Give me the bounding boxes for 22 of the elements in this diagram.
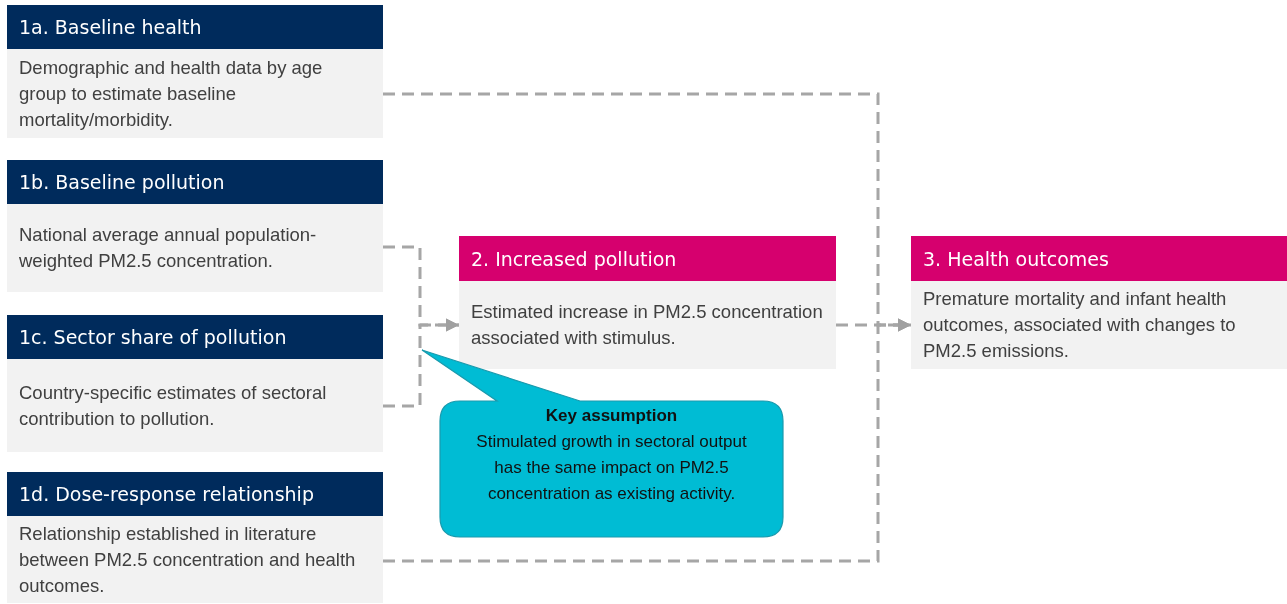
dashed-arrow	[836, 318, 911, 332]
card-header: 1c. Sector share of pollution	[7, 315, 383, 359]
info-card	[911, 236, 1287, 369]
card-header: 1d. Dose-response relationship	[7, 472, 383, 516]
card-description: Relationship established in literature between PM2.5 concentration and health outcomes.	[7, 516, 383, 603]
info-card	[7, 472, 383, 603]
card-description: Country-specific estimates of sectoral contribution to pollution.	[7, 359, 383, 452]
info-card	[7, 5, 383, 138]
card-header: 1b. Baseline pollution	[7, 160, 383, 204]
card-description: Premature mortality and infant health outcomes, associated with changes to PM2.5 emissions.	[911, 281, 1287, 369]
card-header: 1a. Baseline health	[7, 5, 383, 49]
info-card	[459, 236, 836, 369]
dashed-arrow	[383, 318, 459, 408]
card-description: Estimated increase in PM2.5 concentration associated with stimulus.	[459, 281, 836, 369]
card-header: 2. Increased pollution	[459, 236, 836, 281]
callout-text: Stimulated growth in sectoral output has the same impact on PM2.5 concentration as existing activity.	[475, 431, 748, 505]
card-header: 3. Health outcomes	[911, 236, 1287, 281]
callout-title: Key assumption	[544, 405, 679, 427]
card-description: National average annual population-weighted PM2.5 concentration.	[7, 204, 383, 292]
card-description: Demographic and health data by age group to estimate baseline mortality/morbidity.	[7, 49, 383, 138]
info-card	[7, 160, 383, 292]
info-card	[7, 315, 383, 452]
